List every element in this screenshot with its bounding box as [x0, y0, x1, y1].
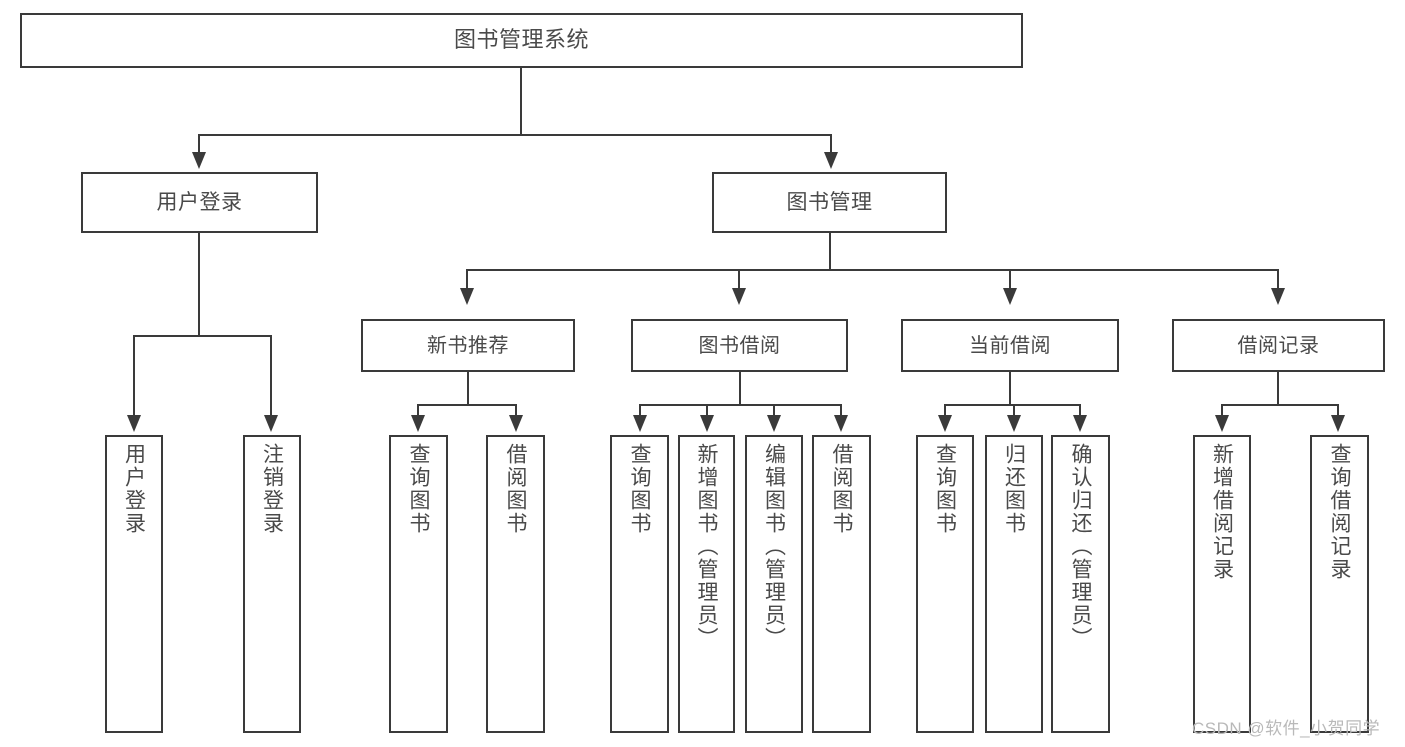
connector-root-stem [520, 68, 522, 135]
leaf-edit-book-admin[interactable]: 编辑图书（管理员） [745, 435, 803, 733]
arrow-to-leaf-add-record [1215, 415, 1229, 432]
leaf-logout[interactable]: 注销登录 [243, 435, 301, 733]
connector-borrow-record-stem [1277, 372, 1279, 405]
leaf-add-book-admin[interactable]: 新增图书（管理员） [678, 435, 735, 733]
connector-current-borrow-bus [944, 404, 1079, 406]
connector-new-book-bus [417, 404, 517, 406]
arrow-to-new-book-recommend [460, 288, 474, 305]
node-label: 图书管理 [786, 190, 873, 214]
connector-current-borrow-stem [1009, 372, 1011, 405]
leaf-label: 查询图书 [628, 443, 651, 535]
node-new-book-recommend[interactable]: 新书推荐 [361, 319, 575, 372]
leaf-return-book[interactable]: 归还图书 [985, 435, 1043, 733]
leaf-query-book-borrow[interactable]: 查询图书 [610, 435, 669, 733]
connector-level2-drop-2 [1009, 269, 1011, 290]
leaf-confirm-return-admin[interactable]: 确认归还（管理员） [1051, 435, 1110, 733]
node-user-login[interactable]: 用户登录 [81, 172, 318, 233]
node-label: 图书借阅 [698, 334, 781, 357]
connector-user-login-drop-0 [133, 335, 135, 417]
node-borrow-record[interactable]: 借阅记录 [1172, 319, 1385, 372]
arrow-to-leaf-query-book-rec [411, 415, 425, 432]
connector-book-borrow-bus [639, 404, 841, 406]
connector-book-management-stem [829, 233, 831, 271]
leaf-label: 注销登录 [260, 443, 284, 535]
node-book-borrow[interactable]: 图书借阅 [631, 319, 848, 372]
connector-book-borrow-drop-1 [706, 404, 708, 417]
leaf-query-borrow-record[interactable]: 查询借阅记录 [1310, 435, 1369, 733]
connector-current-borrow-drop-2 [1079, 404, 1081, 417]
leaf-label: 归还图书 [1002, 443, 1026, 535]
connector-book-borrow-drop-0 [639, 404, 641, 417]
leaf-label: 查询借阅记录 [1328, 443, 1351, 581]
connector-level2-bus [466, 269, 1278, 271]
leaf-add-borrow-record[interactable]: 新增借阅记录 [1193, 435, 1251, 733]
connector-user-login-drop-1 [270, 335, 272, 417]
leaf-label: 查询图书 [407, 443, 430, 535]
connector-user-login-bus [133, 335, 272, 337]
arrow-to-leaf-borrow-book-bb [834, 415, 848, 432]
leaf-label: 新增借阅记录 [1210, 443, 1234, 581]
connector-new-book-stem [467, 372, 469, 405]
leaf-query-book-recommend[interactable]: 查询图书 [389, 435, 448, 733]
connector-borrow-record-bus [1221, 404, 1339, 406]
connector-new-book-drop-1 [515, 404, 517, 417]
node-root-book-management-system[interactable]: 图书管理系统 [20, 13, 1023, 68]
connector-level2-drop-3 [1277, 269, 1279, 290]
node-book-management[interactable]: 图书管理 [712, 172, 947, 233]
connector-borrow-record-drop-1 [1337, 404, 1339, 417]
arrow-to-leaf-edit-book [767, 415, 781, 432]
arrow-to-leaf-borrow-book-rec [509, 415, 523, 432]
arrow-to-leaf-return-book [1007, 415, 1021, 432]
connector-level1-drop-book-management [830, 134, 832, 154]
node-label: 借阅记录 [1237, 334, 1320, 357]
node-label: 新书推荐 [427, 334, 509, 357]
csdn-watermark: CSDN @软件_小贺同学 [1192, 719, 1381, 738]
node-label: 图书管理系统 [453, 27, 589, 53]
node-current-borrow[interactable]: 当前借阅 [901, 319, 1119, 372]
leaf-borrow-book-recommend[interactable]: 借阅图书 [486, 435, 545, 733]
connector-user-login-stem [198, 233, 200, 336]
connector-level2-drop-0 [466, 269, 468, 290]
leaf-user-login[interactable]: 用户登录 [105, 435, 163, 733]
node-label: 用户登录 [156, 190, 243, 214]
connector-book-borrow-stem [739, 372, 741, 405]
arrow-to-leaf-confirm-return [1073, 415, 1087, 432]
arrow-to-leaf-query-record [1331, 415, 1345, 432]
arrow-to-book-borrow [732, 288, 746, 305]
arrow-to-leaf-user-login [127, 415, 141, 432]
connector-level1-bus [198, 134, 832, 136]
arrow-to-borrow-record [1271, 288, 1285, 305]
leaf-label: 查询图书 [933, 443, 957, 535]
arrow-to-leaf-query-book-bb [633, 415, 647, 432]
leaf-borrow-book[interactable]: 借阅图书 [812, 435, 871, 733]
node-label: 当前借阅 [969, 334, 1051, 357]
leaf-label: 用户登录 [122, 443, 146, 535]
connector-new-book-drop-0 [417, 404, 419, 417]
arrow-to-leaf-add-book [700, 415, 714, 432]
connector-book-borrow-drop-2 [773, 404, 775, 417]
connector-borrow-record-drop-0 [1221, 404, 1223, 417]
leaf-label: 借阅图书 [830, 443, 853, 535]
leaf-query-book-current[interactable]: 查询图书 [916, 435, 974, 733]
connector-book-borrow-drop-3 [840, 404, 842, 417]
leaf-label: 确认归还（管理员） [1069, 443, 1092, 650]
leaf-label: 借阅图书 [504, 443, 527, 535]
arrow-to-book-management [824, 152, 838, 169]
arrow-to-current-borrow [1003, 288, 1017, 305]
arrow-to-user-login [192, 152, 206, 169]
connector-current-borrow-drop-1 [1013, 404, 1015, 417]
arrow-to-leaf-query-book-cb [938, 415, 952, 432]
connector-level2-drop-1 [738, 269, 740, 290]
arrow-to-leaf-logout [264, 415, 278, 432]
connector-level1-drop-user-login [198, 134, 200, 154]
connector-current-borrow-drop-0 [944, 404, 946, 417]
leaf-label: 新增图书（管理员） [695, 443, 718, 650]
leaf-label: 编辑图书（管理员） [762, 443, 786, 650]
